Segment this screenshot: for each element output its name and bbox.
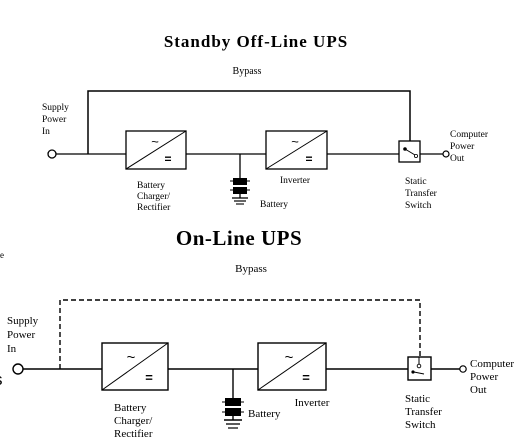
standby-charger-block: ~ = bbox=[125, 130, 187, 170]
standby-battery-symbol bbox=[230, 178, 250, 205]
standby-wiring bbox=[56, 90, 443, 178]
online-switch-label: Static Transfer Switch bbox=[405, 393, 445, 431]
ac-symbol: ~ bbox=[151, 134, 159, 149]
online-charger-label: Battery Charger/ Rectifier bbox=[114, 402, 155, 440]
online-charger-block: ~ = bbox=[101, 342, 169, 391]
dc-symbol: = bbox=[302, 370, 310, 385]
dc-symbol: = bbox=[305, 152, 312, 166]
online-title: On-Line UPS bbox=[176, 226, 302, 250]
online-inverter-label: Inverter bbox=[295, 397, 330, 409]
dc-symbol: = bbox=[145, 370, 153, 385]
standby-input-terminal bbox=[47, 149, 57, 159]
online-wiring bbox=[23, 299, 460, 398]
standby-output-label: Computer Power Out bbox=[450, 130, 490, 164]
ac-symbol: ~ bbox=[285, 349, 294, 366]
standby-inverter-label: Inverter bbox=[280, 176, 311, 186]
online-battery-symbol bbox=[222, 398, 244, 429]
dc-symbol: = bbox=[164, 152, 171, 166]
standby-battery-label: Battery bbox=[260, 200, 288, 210]
edge-mark-s: s bbox=[0, 370, 3, 389]
standby-ups-diagram: Standby Off-Line UPS Bypass Supply Power… bbox=[42, 32, 490, 213]
standby-bypass-label: Bypass bbox=[233, 66, 262, 77]
online-output-terminal bbox=[459, 365, 467, 373]
online-static-transfer-switch bbox=[407, 356, 432, 381]
online-input-terminal bbox=[12, 363, 24, 375]
standby-output-terminal bbox=[442, 150, 450, 158]
ac-symbol: ~ bbox=[127, 349, 136, 366]
standby-switch-label: Static Transfer Switch bbox=[405, 177, 439, 211]
online-inverter-block: ~ = bbox=[257, 342, 327, 391]
online-battery-label: Battery bbox=[248, 408, 281, 420]
edge-mark-small: e bbox=[0, 250, 4, 260]
online-supply-label: Supply Power In bbox=[7, 315, 41, 355]
standby-static-transfer-switch bbox=[398, 140, 421, 163]
ac-symbol: ~ bbox=[291, 134, 299, 149]
standby-supply-label: Supply Power In bbox=[42, 103, 71, 137]
standby-charger-label: Battery Charger/ Rectifier bbox=[137, 181, 172, 213]
standby-inverter-block: ~ = bbox=[265, 130, 328, 170]
online-output-label: Computer Power Out bbox=[470, 358, 517, 396]
online-ups-diagram: On-Line UPS Bypass Supply Power In s ~ =… bbox=[0, 226, 517, 440]
online-bypass-label: Bypass bbox=[235, 263, 267, 275]
standby-title: Standby Off-Line UPS bbox=[164, 32, 348, 51]
